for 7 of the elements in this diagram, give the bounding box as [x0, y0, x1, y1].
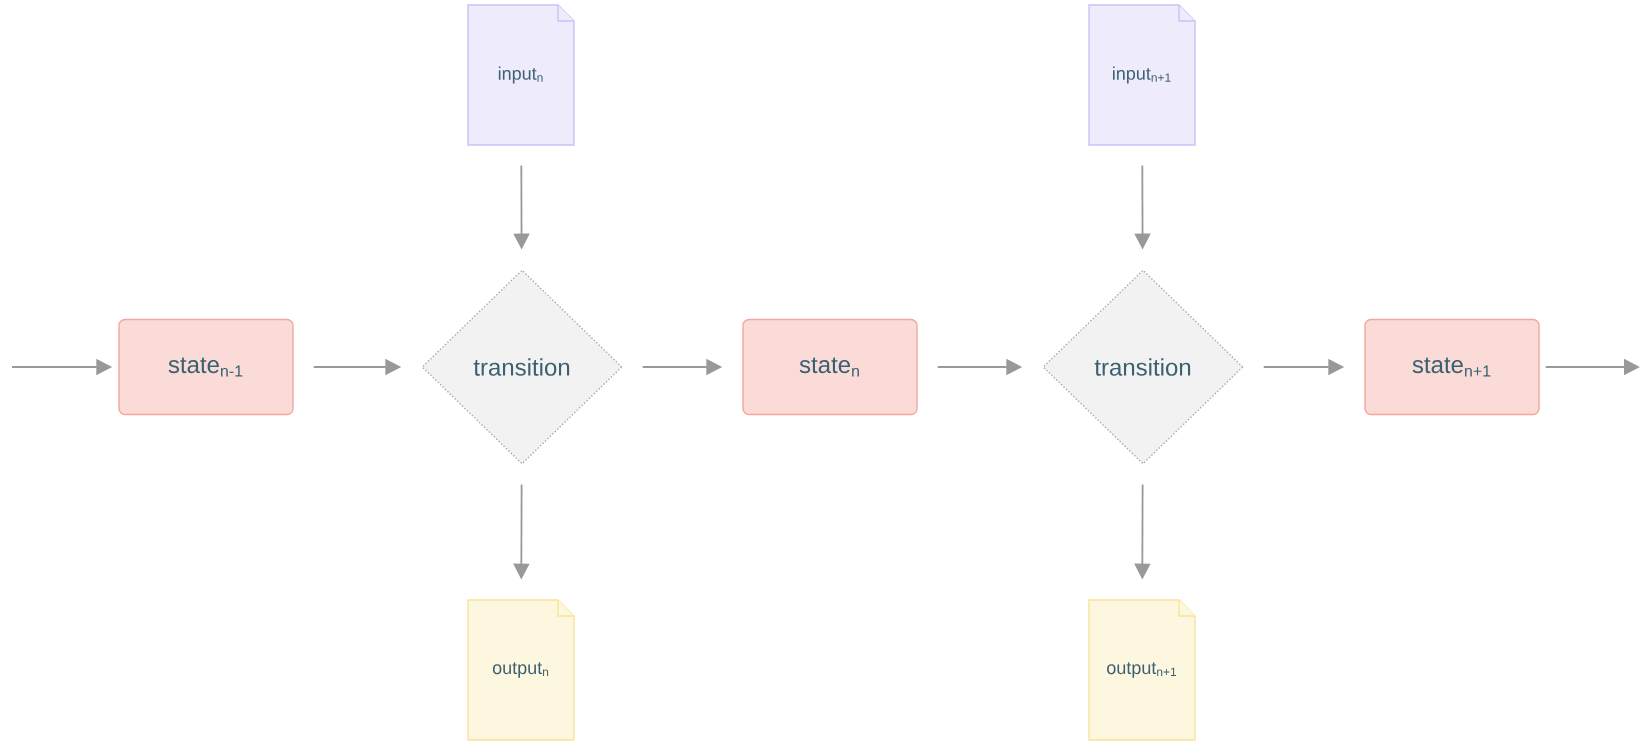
- input-document: input$_{n+1}$: [1088, 4, 1196, 146]
- output-document: output$_{n}$: [467, 599, 575, 741]
- state-box: state$_{n+1}$: [1364, 318, 1540, 416]
- state-box: state$_{n}$: [742, 318, 918, 416]
- state-box: state$_{n-1}$: [118, 318, 294, 416]
- output-document: output$_{n+1}$: [1088, 599, 1196, 741]
- input-document: input$_{n}$: [467, 4, 575, 146]
